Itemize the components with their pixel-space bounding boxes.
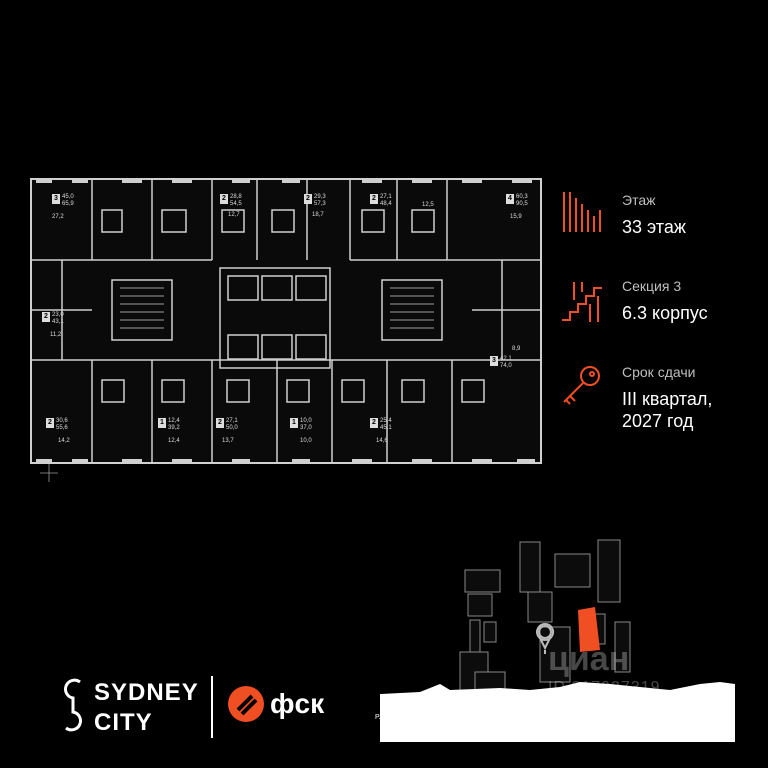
living-area: 27,1 — [380, 194, 392, 200]
total-area: 65,9 — [62, 201, 74, 207]
rooms-count: 1 — [158, 418, 166, 428]
rooms-count: 2 — [370, 418, 378, 428]
total-area: 90,5 — [516, 201, 528, 207]
living-area: 12,4 — [168, 418, 180, 424]
location-pin-icon — [536, 623, 554, 654]
river-label: Р.МОСКВА — [375, 714, 410, 721]
floor-label: Этаж — [622, 192, 656, 208]
living-area: 30,6 — [56, 418, 68, 424]
total-area: 55,6 — [56, 425, 68, 431]
room-size: 11,2 — [50, 332, 62, 338]
site-map — [380, 532, 735, 742]
room-size: 18,7 — [312, 212, 324, 218]
rooms-count: 3 — [490, 356, 498, 366]
room-size: 10,0 — [300, 438, 312, 444]
floor-plan-walls — [32, 180, 540, 462]
room-size: 15,9 — [510, 214, 522, 220]
total-area: 50,0 — [226, 425, 238, 431]
rooms-count: 2 — [42, 312, 50, 322]
watermark-id: ID 317927319 — [548, 679, 661, 696]
section-value: 6.3 корпус — [622, 303, 708, 323]
building-icon — [563, 192, 601, 232]
rooms-count: 3 — [52, 194, 60, 204]
city-text: CITY — [94, 709, 153, 736]
room-size: 12,5 — [422, 202, 434, 208]
room-size: 27,2 — [52, 214, 64, 220]
room-size: 8,9 — [512, 346, 521, 352]
rooms-count: 2 — [220, 194, 228, 204]
living-area: 28,8 — [230, 194, 242, 200]
living-area: 25,4 — [380, 418, 392, 424]
stairs-icon — [562, 282, 602, 322]
total-area: 43,1 — [52, 319, 64, 325]
deadline-label: Срок сдачи — [622, 364, 696, 380]
cian-watermark: циан ID 317927319 — [548, 640, 661, 697]
deadline-value-line1: III квартал, — [622, 389, 713, 409]
rooms-count: 2 — [46, 418, 54, 428]
key-icon — [563, 366, 600, 405]
compass-icon — [34, 462, 64, 486]
living-area: 45,0 — [62, 194, 74, 200]
total-area: 48,4 — [380, 201, 392, 207]
section-label: Секция 3 — [622, 278, 682, 294]
deadline-value-line2: 2027 год — [622, 411, 694, 431]
total-area: 74,0 — [500, 363, 512, 369]
rooms-count: 2 — [216, 418, 224, 428]
living-area: 10,0 — [300, 418, 312, 424]
fsk-circle-icon — [228, 686, 264, 722]
room-size: 14,2 — [58, 438, 70, 444]
rooms-count: 2 — [370, 194, 378, 204]
living-area: 60,3 — [516, 194, 528, 200]
room-size: 12,4 — [168, 438, 180, 444]
sydney-city-text: SYDNEY CITY — [94, 678, 199, 738]
living-area: 23,0 — [52, 312, 64, 318]
total-area: 54,5 — [230, 201, 242, 207]
room-size: 12,7 — [228, 212, 240, 218]
sydney-text: SYDNEY — [94, 679, 199, 706]
total-area: 37,0 — [300, 425, 312, 431]
room-size: 13,7 — [222, 438, 234, 444]
floor-value: 33 этаж — [622, 217, 686, 237]
total-area: 45,1 — [380, 425, 392, 431]
living-area: 42,1 — [500, 356, 512, 362]
rooms-count: 4 — [506, 194, 514, 204]
total-area: 39,2 — [168, 425, 180, 431]
sydney-city-mark-icon — [64, 678, 82, 732]
rooms-count: 1 — [290, 418, 298, 428]
living-area: 27,1 — [226, 418, 238, 424]
total-area: 57,3 — [314, 201, 326, 207]
logo-divider — [211, 676, 213, 738]
room-size: 14,6 — [376, 438, 388, 444]
fsk-text: фск — [270, 688, 325, 719]
watermark-brand: циан — [548, 640, 630, 678]
rooms-count: 2 — [304, 194, 312, 204]
living-area: 29,3 — [314, 194, 326, 200]
